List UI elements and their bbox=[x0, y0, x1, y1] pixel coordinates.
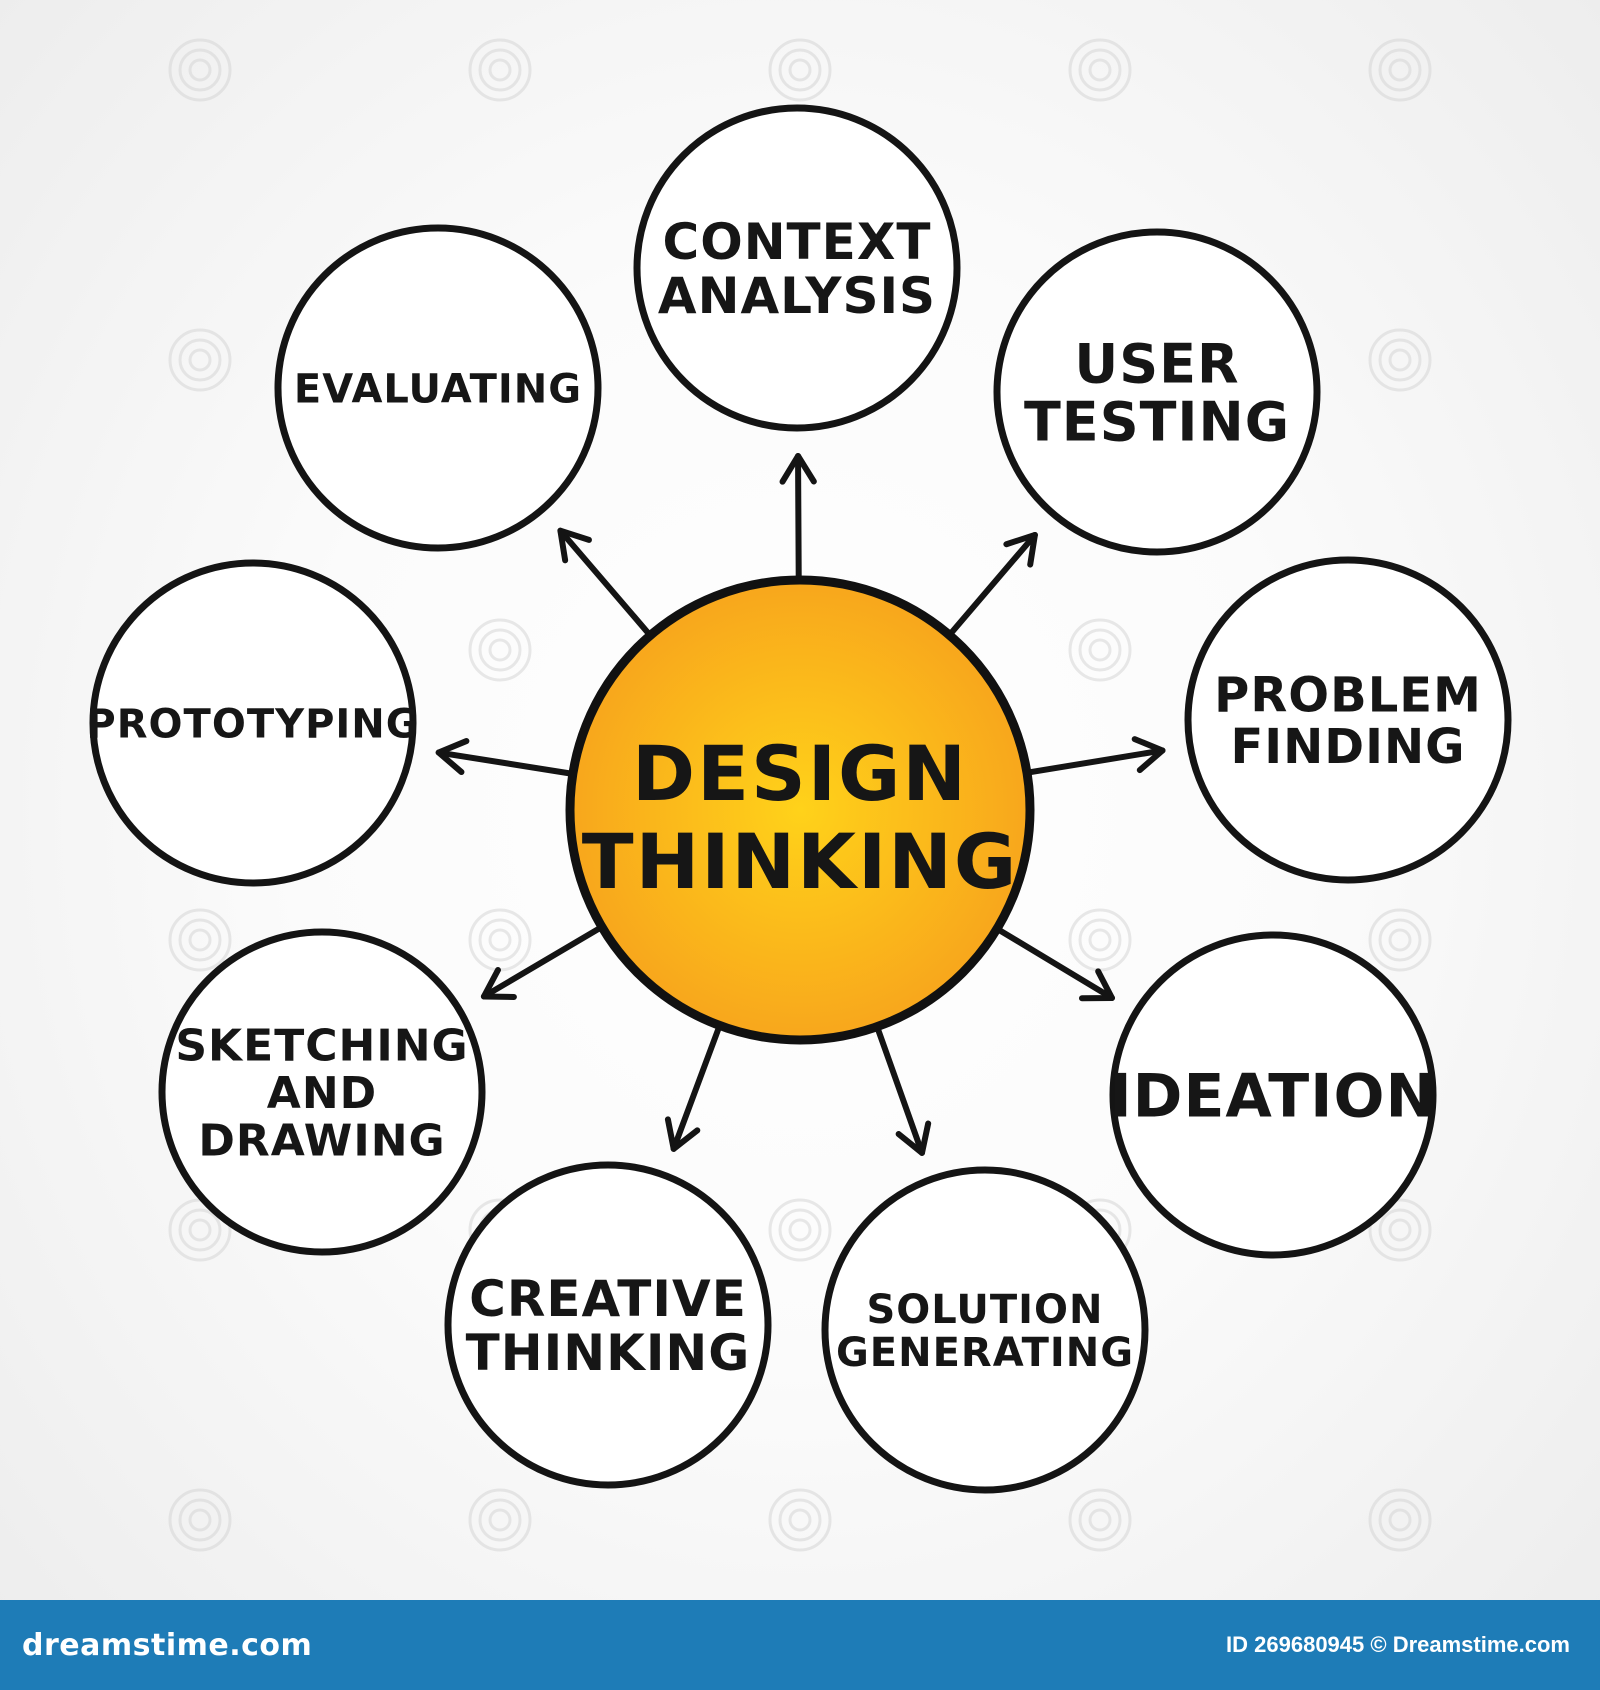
node-label-line: USER bbox=[1074, 332, 1239, 395]
dreamstime-swirl-icon bbox=[1368, 908, 1432, 972]
dreamstime-swirl-icon bbox=[1068, 908, 1132, 972]
node-label-line: SKETCHING bbox=[175, 1020, 468, 1071]
arrow-shaft bbox=[795, 452, 802, 580]
dreamstime-swirl-icon bbox=[1368, 1198, 1432, 1262]
dreamstime-swirl-icon bbox=[168, 1488, 232, 1552]
dreamstime-swirl-icon bbox=[1068, 618, 1132, 682]
arrow-to-context-analysis bbox=[779, 452, 817, 580]
node-label-line: GENERATING bbox=[836, 1330, 1134, 1376]
node-label-line: TESTING bbox=[1024, 391, 1290, 454]
dreamstime-swirl-icon bbox=[768, 1488, 832, 1552]
node-label-line: EVALUATING bbox=[294, 366, 582, 412]
arrow-shaft bbox=[1027, 747, 1166, 776]
arrow-to-prototyping bbox=[435, 738, 572, 777]
node-circle bbox=[158, 928, 486, 1256]
arrow-shaft bbox=[557, 527, 651, 636]
center-node: DESIGN THINKING bbox=[565, 575, 1035, 1045]
dreamstime-swirl-icon bbox=[768, 1198, 832, 1262]
node-prototyping: PROTOTYPING bbox=[86, 559, 419, 887]
dreamstime-swirl-icon bbox=[168, 908, 232, 972]
dreamstime-swirl-icon bbox=[1068, 38, 1132, 102]
arrow-shaft bbox=[875, 1027, 925, 1156]
node-label-line: CREATIVE bbox=[469, 1270, 747, 1328]
node-label-line: IDEATION bbox=[1109, 1062, 1436, 1132]
dreamstime-swirl-icon bbox=[1068, 1488, 1132, 1552]
arrow-head bbox=[557, 527, 592, 564]
node-label-line: DRAWING bbox=[198, 1115, 445, 1166]
node-label-line: AND bbox=[267, 1068, 377, 1119]
arrow-to-solution-generating bbox=[875, 1027, 932, 1156]
arrow-head bbox=[664, 1116, 701, 1152]
center-label-line-2: THINKING bbox=[582, 817, 1019, 906]
arrow-head bbox=[480, 966, 517, 1000]
arrow-shaft bbox=[997, 927, 1115, 1001]
node-label-line: ANALYSIS bbox=[658, 267, 936, 325]
node-circle bbox=[633, 104, 961, 432]
dreamstime-swirl-icon bbox=[1368, 1488, 1432, 1552]
arrow-to-problem-finding bbox=[1027, 736, 1166, 776]
node-ideation: IDEATION bbox=[1109, 931, 1437, 1259]
node-label-line: FINDING bbox=[1230, 719, 1465, 775]
arrow-to-ideation bbox=[997, 927, 1115, 1002]
arrow-head bbox=[435, 738, 470, 776]
arrow-to-sketching-and-drawing bbox=[480, 925, 602, 1000]
arrow-head bbox=[779, 452, 817, 485]
node-label-line: PROTOTYPING bbox=[86, 701, 419, 747]
arrow-head bbox=[1131, 736, 1166, 774]
arrow-to-user-testing bbox=[948, 531, 1038, 636]
dreamstime-swirl-icon bbox=[1368, 38, 1432, 102]
dreamstime-swirl-icon bbox=[468, 38, 532, 102]
arrow-head bbox=[1078, 968, 1115, 1002]
arrow-shaft bbox=[480, 925, 602, 1000]
arrow-shaft bbox=[435, 749, 572, 777]
node-circle bbox=[444, 1161, 772, 1489]
dreamstime-swirl-icon bbox=[468, 618, 532, 682]
node-evaluating: EVALUATING bbox=[274, 224, 602, 552]
footer-image-id: ID 269680945 © Dreamstime.com bbox=[1226, 1632, 1570, 1657]
arrow-to-evaluating bbox=[557, 527, 651, 636]
center-circle bbox=[565, 575, 1035, 1045]
arrow-head bbox=[895, 1120, 932, 1156]
arrow-head bbox=[1003, 531, 1038, 568]
nodes-layer: CONTEXTANALYSISUSERTESTINGPROBLEMFINDING… bbox=[86, 104, 1512, 1494]
dreamstime-swirl-icon bbox=[168, 328, 232, 392]
dreamstime-swirl-icon bbox=[1368, 328, 1432, 392]
node-circle bbox=[1109, 931, 1437, 1259]
dreamstime-swirl-icon bbox=[168, 38, 232, 102]
arrow-shaft bbox=[670, 1026, 722, 1152]
dreamstime-swirl-icon bbox=[468, 1488, 532, 1552]
mind-map-diagram: CONTEXTANALYSISUSERTESTINGPROBLEMFINDING… bbox=[86, 38, 1512, 1552]
dreamstime-swirl-icon bbox=[468, 908, 532, 972]
node-circle bbox=[274, 224, 602, 552]
arrow-shaft bbox=[948, 531, 1038, 636]
dreamstime-swirl-icon bbox=[768, 38, 832, 102]
node-circle bbox=[89, 559, 417, 887]
node-label-line: CONTEXT bbox=[663, 213, 932, 271]
node-circle bbox=[1184, 556, 1512, 884]
node-circle bbox=[821, 1166, 1149, 1494]
footer-brand[interactable]: dreamstime.com bbox=[22, 1627, 313, 1663]
center-label-line-1: DESIGN bbox=[632, 729, 968, 818]
arrows-layer bbox=[435, 452, 1166, 1156]
node-circle bbox=[993, 228, 1321, 556]
node-label-line: PROBLEM bbox=[1214, 667, 1482, 723]
arrow-to-creative-thinking bbox=[664, 1026, 722, 1152]
node-label-line: THINKING bbox=[466, 1324, 751, 1382]
footer-bar: dreamstime.com ID 269680945 © Dreamstime… bbox=[0, 1600, 1600, 1690]
node-label-line: SOLUTION bbox=[866, 1287, 1103, 1333]
